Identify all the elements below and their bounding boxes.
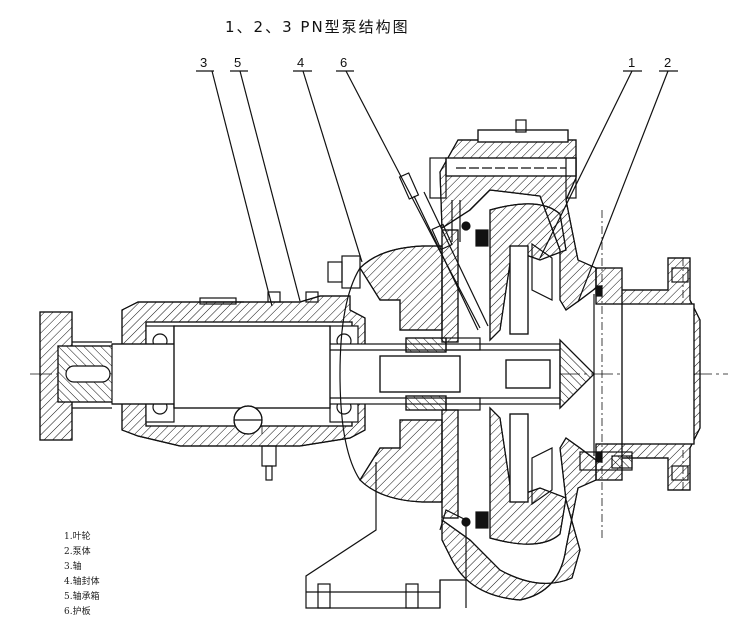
legend-item: 1.叶轮 <box>64 532 91 542</box>
callout-label-3: 3 <box>200 55 208 70</box>
shaft-seal-body-part <box>339 245 481 503</box>
leader-line-3 <box>211 70 273 307</box>
callout-label-2: 2 <box>664 55 672 70</box>
pump-casing-part <box>429 119 597 601</box>
callout-label-6: 6 <box>340 55 348 70</box>
drawing-title: 1、2、3 PN型泵结构图 <box>225 18 410 36</box>
callout-label-4: 4 <box>297 55 305 70</box>
parts-legend: 1.叶轮 2.泵体 3.轴 4.轴封体 5.轴承箱 6.护板 <box>64 530 100 620</box>
legend-item: 5.轴承箱 <box>64 592 100 602</box>
callout-label-1: 1 <box>628 55 636 70</box>
shaft-part <box>111 325 561 435</box>
discharge-flange-part <box>579 257 701 491</box>
legend-item: 4.轴封体 <box>64 577 100 587</box>
coupling-part <box>39 311 121 441</box>
legend-item: 6.护板 <box>64 607 91 617</box>
leader-line-5 <box>239 70 301 302</box>
support-foot-part <box>305 462 467 609</box>
leader-line-4 <box>302 70 363 263</box>
leader-line-2 <box>577 70 669 303</box>
liner-plate-part <box>441 221 489 529</box>
legend-item: 2.泵体 <box>64 547 91 557</box>
legend-item: 3.轴 <box>64 562 82 572</box>
callout-label-5: 5 <box>234 55 242 70</box>
impeller-part <box>489 203 595 545</box>
